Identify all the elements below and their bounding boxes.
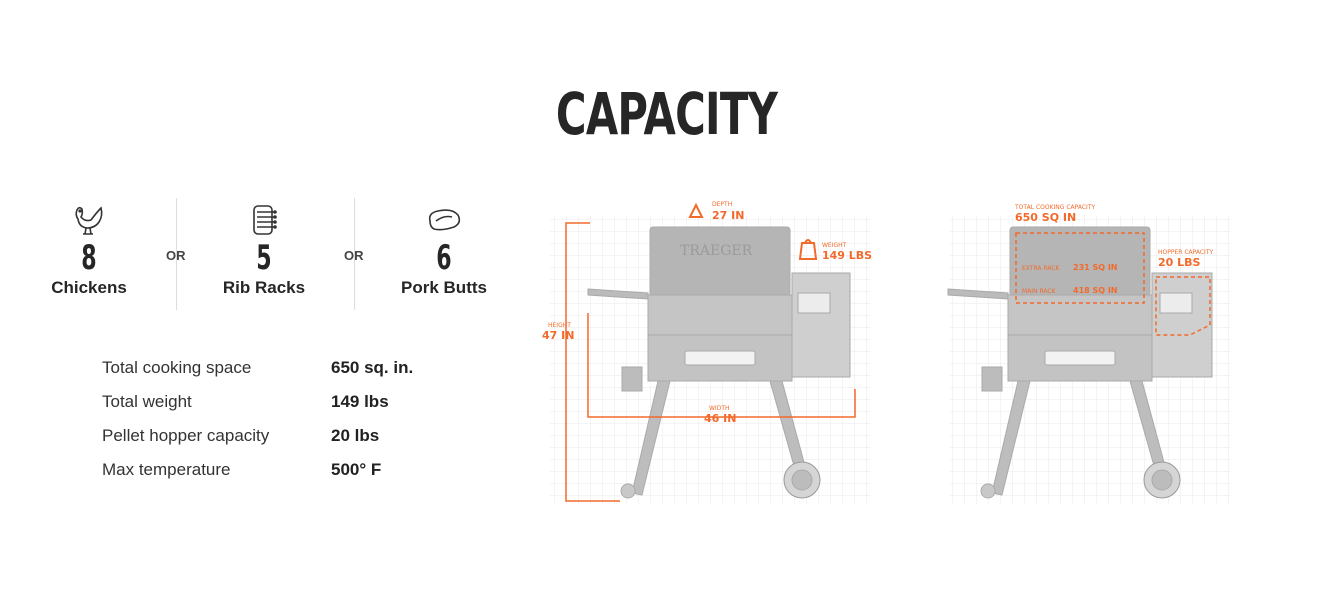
spec-value: 650 sq. in. (331, 358, 414, 377)
page-title: CAPACITY (555, 80, 778, 148)
height-label: HEIGHT (548, 322, 571, 329)
spec-row: Max temperature 500° F (102, 460, 462, 494)
spec-label: Total cooking space (102, 358, 252, 377)
total-capacity-value: 650 SQ IN (1015, 211, 1076, 224)
spec-value: 500° F (331, 460, 382, 479)
hopper-capacity-label: HOPPER CAPACITY (1158, 249, 1213, 256)
extra-rack-value: 231 SQ IN (1073, 263, 1118, 272)
chicken-icon (29, 200, 149, 240)
depth-value: 27 IN (712, 209, 744, 222)
depth-icon (688, 202, 704, 218)
rib-racks-label: Rib Racks (222, 278, 306, 297)
total-capacity-label: TOTAL COOKING CAPACITY (1014, 204, 1095, 211)
main-rack-value: 418 SQ IN (1073, 286, 1118, 295)
spec-row: Total weight 149 lbs (102, 392, 462, 426)
divider (176, 198, 177, 310)
divider (354, 198, 355, 310)
grill-illustration (947, 226, 1213, 499)
pork-butts-label: Pork Butts (401, 278, 487, 297)
spec-label: Total weight (102, 392, 192, 411)
grill-brand-text: TRAEGER (680, 243, 753, 259)
spec-label: Pellet hopper capacity (102, 426, 270, 445)
weight-icon (798, 239, 818, 260)
rib-rack-icon (204, 200, 324, 240)
grill-capacity-diagram: TOTAL COOKING CAPACITY 650 SQ IN HOPPER … (947, 204, 1230, 505)
spec-label: Max temperature (102, 460, 231, 479)
chickens-count: 8 (81, 238, 97, 278)
spec-row: Pellet hopper capacity 20 lbs (102, 426, 462, 460)
main-rack-label: MAIN RACK (1022, 288, 1057, 295)
rib-racks-count: 5 (256, 238, 272, 278)
extra-rack-label: EXTRA RACK (1022, 265, 1061, 272)
spec-row: Total cooking space 650 sq. in. (102, 358, 462, 392)
height-value: 47 IN (542, 329, 574, 342)
weight-label: WEIGHT (822, 242, 847, 249)
width-value: 46 IN (704, 412, 736, 425)
spec-value: 149 lbs (331, 392, 389, 411)
spec-value: 20 lbs (331, 426, 380, 445)
hopper-capacity-value: 20 LBS (1158, 256, 1201, 269)
depth-label: DEPTH (712, 201, 732, 208)
width-label: WIDTH (709, 405, 730, 412)
pork-butts-count: 6 (436, 238, 452, 278)
pork-butt-icon (384, 200, 504, 240)
capacity-item-pork-butts: 6 Pork Butts (384, 200, 504, 298)
grill-illustration (587, 226, 851, 499)
capacity-item-rib-racks: 5 Rib Racks (204, 200, 324, 298)
capacity-item-chickens: 8 Chickens (29, 200, 149, 298)
chickens-label: Chickens (51, 278, 127, 297)
or-label: OR (344, 248, 364, 263)
weight-value: 149 LBS (822, 249, 872, 262)
grill-dimensions-diagram: TRAEGER DEPTH 27 IN WEIGHT 149 LBS HEIGH… (542, 201, 872, 505)
or-label: OR (166, 248, 186, 263)
